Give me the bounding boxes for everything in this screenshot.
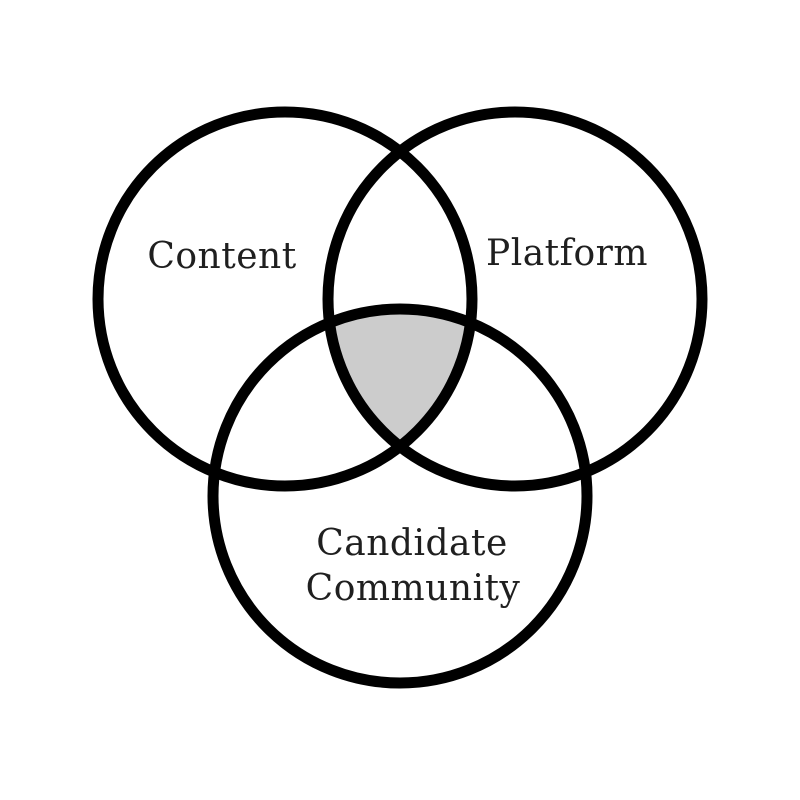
candidate-community-circle <box>207 303 593 689</box>
content-circle <box>92 106 478 492</box>
triple-intersection-region <box>329 309 471 447</box>
content-label: Content <box>147 236 296 277</box>
candidate-community-label-line1: Candidate <box>316 523 508 564</box>
platform-label: Platform <box>486 233 648 274</box>
platform-circle <box>322 106 708 492</box>
candidate-community-label-line2: Community <box>306 568 521 609</box>
